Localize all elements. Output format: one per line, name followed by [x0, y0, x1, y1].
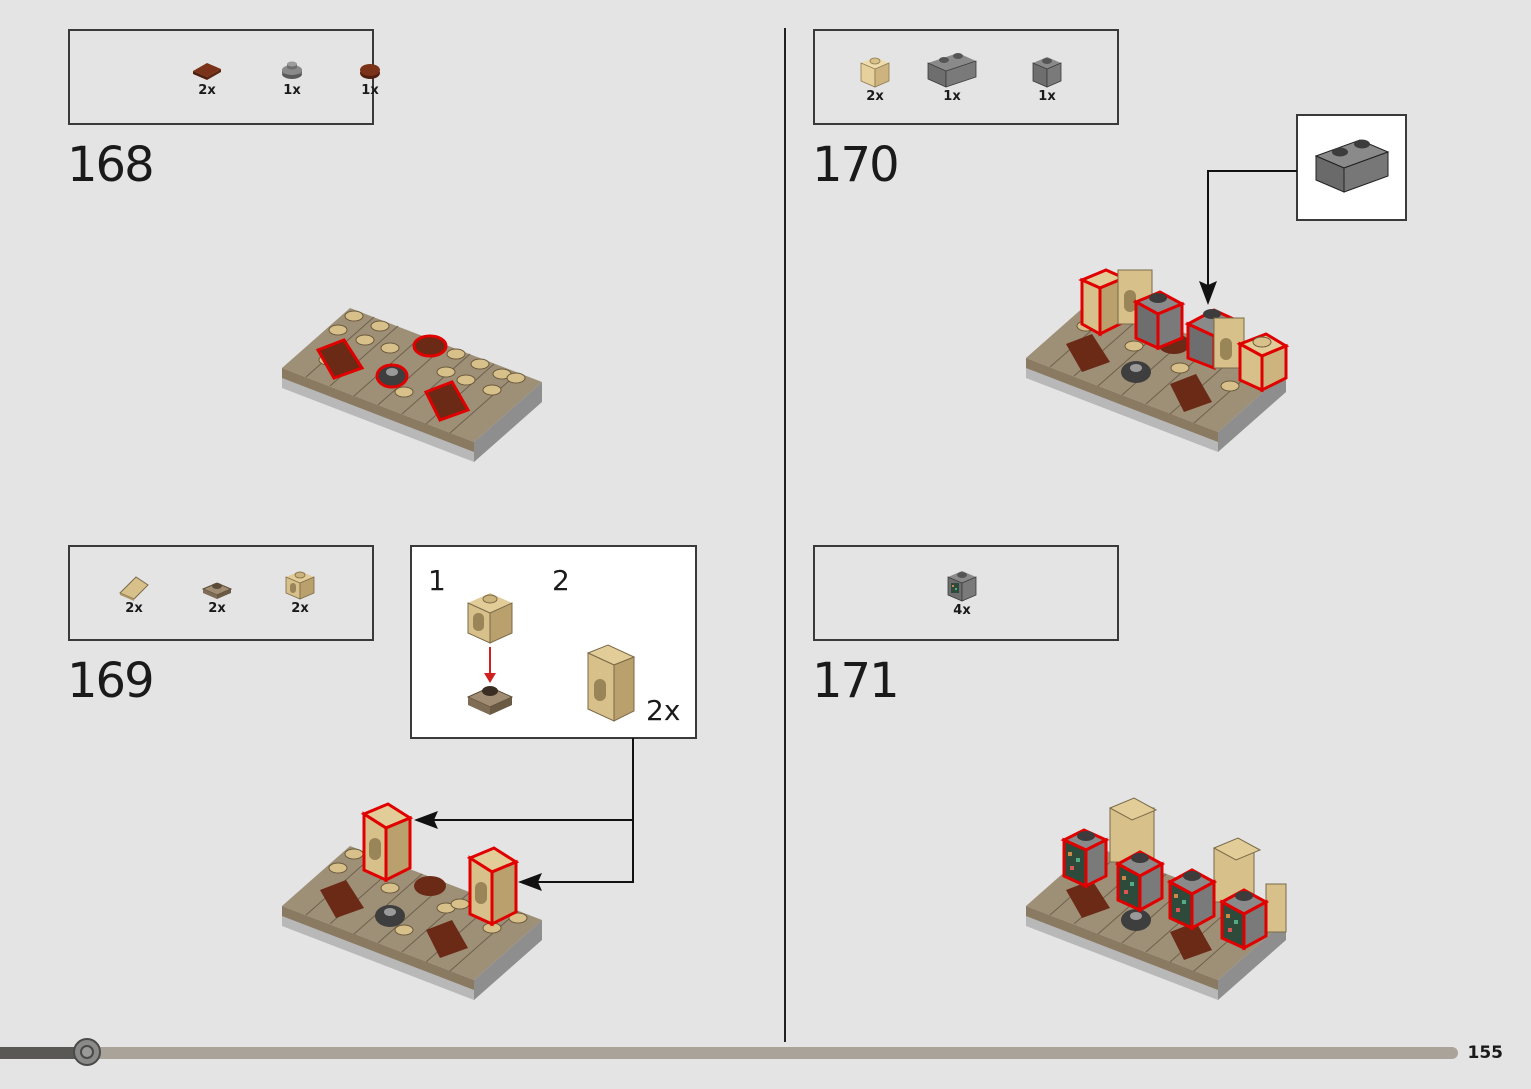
part-item: 2x	[270, 567, 330, 616]
dark-tan-jumper-plate-icon	[201, 582, 233, 599]
tan-brick-icon	[860, 57, 890, 88]
placement-arrows-169	[414, 738, 634, 891]
part-qty: 1x	[283, 83, 301, 98]
parts-list-169: 2x 2x 2x	[68, 545, 374, 641]
model-step-169	[282, 802, 542, 1000]
reddish-brown-tile-icon	[193, 63, 221, 80]
part-item: 2x	[187, 573, 247, 616]
reddish-brown-round-tile-icon	[360, 64, 380, 79]
part-item: 2x	[845, 53, 905, 104]
part-qty: 2x	[866, 89, 884, 104]
progress-track	[0, 1047, 1458, 1059]
part-qty: 4x	[953, 603, 971, 618]
dark-grey-printed-brick-icon	[947, 571, 977, 602]
substep-number: 1	[428, 564, 446, 597]
part-qty: 1x	[1038, 89, 1056, 104]
part-qty: 2x	[291, 601, 309, 616]
part-item: 2x	[177, 59, 237, 98]
step-number: 170	[812, 137, 900, 193]
dark-grey-brick-icon	[1032, 57, 1062, 88]
model-step-168	[282, 308, 542, 462]
substep-number: 2	[552, 564, 570, 597]
tan-printed-brick-icon	[285, 571, 315, 600]
step-number: 168	[67, 137, 155, 193]
step-number: 169	[67, 653, 155, 709]
multiplier-label: 2x	[646, 694, 681, 727]
placement-arrow-170	[1199, 170, 1297, 305]
progress-fill	[0, 1047, 88, 1059]
page-number: 155	[1467, 1043, 1504, 1063]
subassembly-callout: 1 2 2x	[410, 545, 697, 739]
model-step-171	[1026, 797, 1287, 1000]
part-qty: 2x	[198, 83, 216, 98]
part-item: 1x	[262, 59, 322, 98]
part-item: 1x	[922, 49, 982, 104]
part-item: 1x	[1017, 53, 1077, 104]
part-qty: 1x	[361, 83, 379, 98]
subassembly-step2-graphic	[586, 644, 636, 722]
part-item: 1x	[340, 59, 400, 98]
part-qty: 2x	[208, 601, 226, 616]
step-number: 171	[812, 653, 900, 709]
model-step-170	[1026, 268, 1290, 452]
part-item: 2x	[104, 573, 164, 616]
part-qty: 1x	[943, 89, 961, 104]
part-item: 4x	[932, 567, 992, 618]
page-divider	[784, 28, 786, 1042]
dark-grey-brick-1x2-icon	[1314, 139, 1390, 193]
parts-list-170: 2x 1x 1x	[813, 29, 1119, 125]
parts-list-168: 2x 1x 1x	[68, 29, 380, 125]
parts-list-171: 4x	[813, 545, 1119, 641]
part-qty: 2x	[125, 601, 143, 616]
grey-round-plate-icon	[282, 61, 302, 79]
part-callout-170	[1296, 114, 1407, 221]
progress-knob	[73, 1038, 101, 1066]
dark-grey-brick-1x2-icon	[927, 53, 977, 88]
tan-slope-icon	[119, 576, 149, 601]
subassembly-step1-graphic	[466, 593, 514, 715]
